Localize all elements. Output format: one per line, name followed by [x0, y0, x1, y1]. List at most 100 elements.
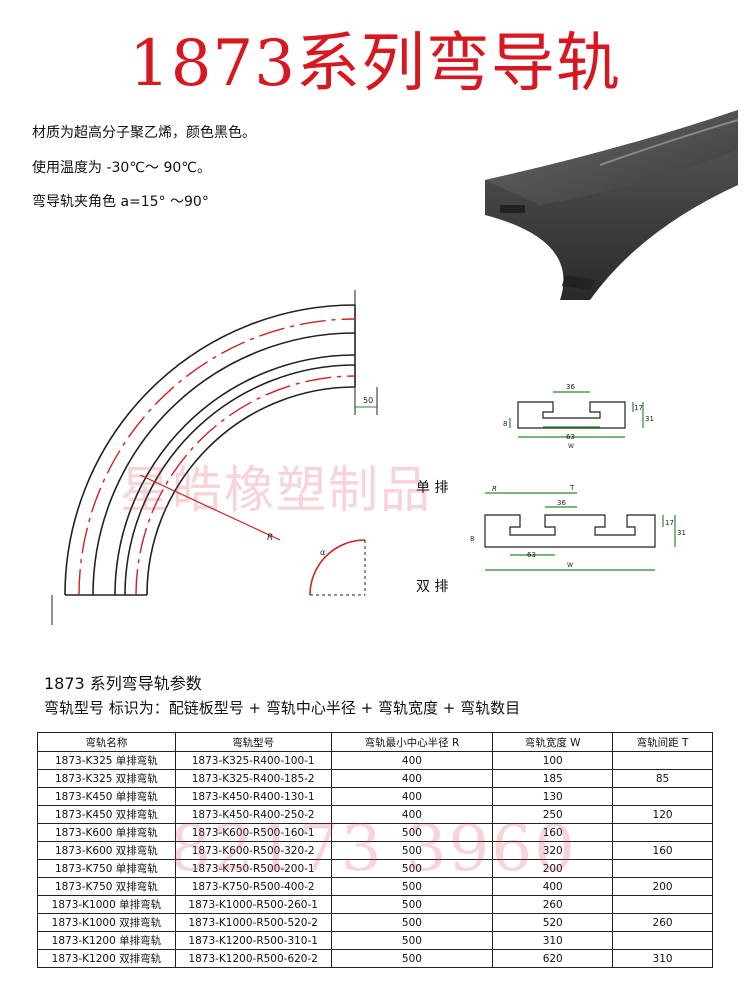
table-cell — [612, 859, 713, 878]
watermark-phone: 82173 3960 — [170, 812, 577, 886]
table-cell: 1873-K325 双排弯轨 — [37, 769, 176, 788]
table-cell: 1873-K1200-R500-620-2 — [174, 949, 332, 968]
table-cell: 160 — [612, 841, 713, 860]
double-dim-R: R — [492, 485, 497, 493]
table-cell: 1873-K450-R400-130-1 — [174, 787, 332, 806]
table-cell: 500 — [330, 913, 494, 932]
double-dim-36: 36 — [557, 499, 566, 507]
table-cell: 500 — [330, 895, 494, 914]
table-cell: 1873-K1000-R500-260-1 — [174, 895, 332, 914]
label-radius: R — [267, 533, 273, 543]
table-cell: 1873-K325 单排弯轨 — [37, 751, 176, 770]
dim-50: 50 — [363, 396, 373, 405]
table-cell: 400 — [330, 769, 494, 788]
table-cell: 85 — [612, 769, 713, 788]
table-cell: 500 — [330, 949, 494, 968]
table-cell: 185 — [492, 769, 614, 788]
table-header-row: 弯轨名称 弯轨型号 弯轨最小中心半径 R 弯轨宽度 W 弯轨间距 T — [37, 732, 713, 752]
table-cell: 200 — [492, 859, 614, 878]
header-model: 弯轨型号 — [174, 732, 332, 752]
table-cell: 120 — [612, 805, 713, 824]
table-cell: 260 — [612, 913, 713, 932]
table-cell: 1873-K325-R400-185-2 — [174, 769, 332, 788]
spec-angle: 弯导轨夹角色 a=15° ～90° — [32, 194, 209, 210]
single-dim-8: 8 — [503, 420, 507, 428]
spec-temperature: 使用温度为 -30℃～ 90℃。 — [32, 160, 212, 176]
technical-drawing: 50 R α 36 63 17 31 8 W R T 36 63 17 31 8… — [51, 290, 686, 625]
double-row-profile — [484, 492, 676, 571]
table-cell: 1873-K750 单排弯轨 — [37, 859, 176, 878]
table-cell: 400 — [330, 787, 494, 806]
table-cell — [612, 787, 713, 806]
table-cell — [612, 931, 713, 950]
single-row-profile — [509, 391, 644, 438]
label-angle: α — [320, 548, 325, 557]
double-dim-17: 17 — [665, 519, 674, 527]
table-cell: 500 — [330, 931, 494, 950]
single-dim-31: 31 — [645, 415, 654, 423]
header-name: 弯轨名称 — [37, 732, 176, 752]
double-dim-8: 8 — [470, 535, 474, 543]
table-cell: 320 — [492, 841, 614, 860]
table-cell: 520 — [492, 913, 614, 932]
double-dim-63: 63 — [527, 551, 536, 559]
table-cell: 1873-K1000-R500-520-2 — [174, 913, 332, 932]
params-title: 1873 系列弯导轨参数 — [44, 674, 202, 693]
single-row-label: 单 排 — [416, 480, 449, 496]
table-cell — [612, 751, 713, 770]
table-cell: 200 — [612, 877, 713, 896]
table-cell: 1873-K750-R500-200-1 — [174, 859, 332, 878]
header-spacing: 弯轨间距 T — [612, 732, 713, 752]
table-cell: 310 — [492, 931, 614, 950]
table-cell: 1873-K600 双排弯轨 — [37, 841, 176, 860]
spec-material: 材质为超高分子聚乙烯，颜色黑色。 — [32, 125, 256, 141]
single-dim-W: W — [568, 443, 574, 450]
table-cell: 130 — [492, 787, 614, 806]
curved-rail-photo — [485, 110, 739, 300]
page-title: 1873系列弯导轨 — [129, 27, 621, 101]
table-cell: 620 — [492, 949, 614, 968]
centerline — [78, 318, 356, 596]
header-width: 弯轨宽度 W — [492, 732, 614, 752]
table-cell: 1873-K1200 单排弯轨 — [37, 931, 176, 950]
table-cell: 1873-K750-R500-400-2 — [174, 877, 332, 896]
table-cell: 1873-K600-R500-160-1 — [174, 823, 332, 842]
table-cell: 1873-K450 单排弯轨 — [37, 787, 176, 806]
table-cell: 400 — [492, 877, 614, 896]
header-radius: 弯轨最小中心半径 R — [330, 732, 494, 752]
table-cell: 1873-K1200-R500-310-1 — [174, 931, 332, 950]
table-cell — [612, 823, 713, 842]
single-dim-17: 17 — [634, 404, 643, 412]
table-cell: 1873-K750 双排弯轨 — [37, 877, 176, 896]
single-dim-63: 63 — [566, 433, 575, 441]
table-cell: 260 — [492, 895, 614, 914]
double-dim-31: 31 — [677, 529, 686, 537]
params-table: 弯轨名称 弯轨型号 弯轨最小中心半径 R 弯轨宽度 W 弯轨间距 T 1873-… — [37, 732, 713, 968]
double-row-label: 双 排 — [416, 579, 449, 595]
double-dim-W: W — [567, 562, 573, 569]
table-cell — [612, 895, 713, 914]
table-cell: 1873-K450 双排弯轨 — [37, 805, 176, 824]
table-cell: 1873-K325-R400-100-1 — [174, 751, 332, 770]
table-cell: 400 — [330, 751, 494, 770]
table-cell: 100 — [492, 751, 614, 770]
double-dim-T: T — [569, 484, 575, 492]
table-cell: 310 — [612, 949, 713, 968]
table-cell: 1873-K600 单排弯轨 — [37, 823, 176, 842]
table-cell: 1873-K1200 双排弯轨 — [37, 949, 176, 968]
watermark-company: 星皓橡塑制品 — [120, 461, 432, 519]
table-cell: 1873-K1000 双排弯轨 — [37, 913, 176, 932]
table-cell: 1873-K1000 单排弯轨 — [37, 895, 176, 914]
single-dim-36: 36 — [566, 383, 575, 391]
